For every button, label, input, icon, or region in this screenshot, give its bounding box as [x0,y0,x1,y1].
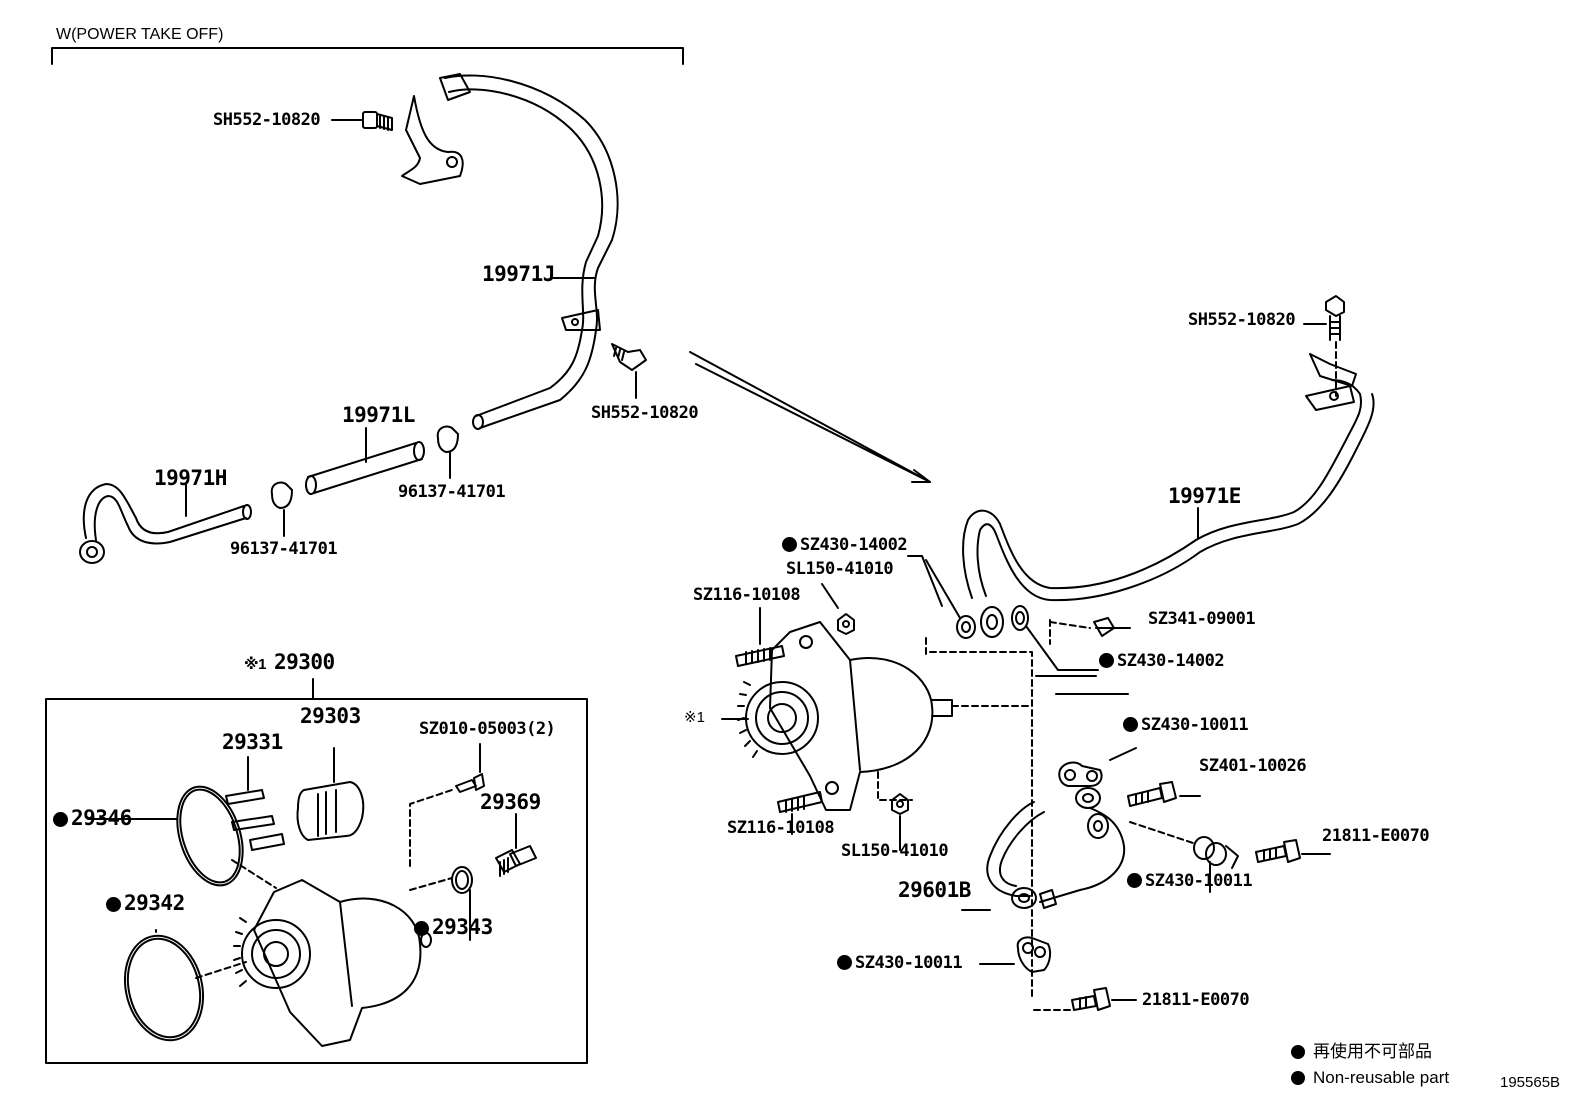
part-label-bolt-21811-b[interactable]: 21811-E0070 [1142,990,1250,1010]
part-label-bolt-middle[interactable]: SH552-10820 [591,403,699,423]
part-label-gasket-a[interactable]: SZ430-14002 [782,537,908,554]
legend-dot [1291,1071,1305,1085]
part-label-nut-b[interactable]: SL150-41010 [841,841,949,861]
legend-en: Non-reusable part [1291,1069,1449,1086]
view-arrow [689,351,931,483]
figure-number: 195565B [1500,1074,1561,1091]
non-reusable-dot [782,537,797,552]
section-header: W(POWER TAKE OFF) [56,26,224,43]
part-label-29369[interactable]: 29369 [480,790,541,814]
part-label-union-b[interactable]: SZ401-10026 [1199,756,1307,776]
part-label-bolt-right[interactable]: SH552-10820 [1188,310,1296,330]
clamp-upper [436,425,459,479]
stud-lower [777,791,823,835]
non-reusable-dot [837,955,852,970]
part-label-gasket-b[interactable]: SZ430-14002 [1099,653,1225,670]
pipe-19971h [79,483,252,564]
part-label-29343[interactable]: 29343 [414,917,493,938]
part-label-29331[interactable]: 29331 [222,730,283,754]
part-label-19971j[interactable]: 19971J [482,262,555,286]
pipe-19971e [962,353,1375,602]
part-label-19971l[interactable]: 19971L [342,403,415,427]
bolt-sh552-middle [611,343,647,399]
stud-upper [735,607,785,667]
part-label-stud-b[interactable]: SZ116-10108 [727,818,835,838]
pipe-19971j [401,73,619,430]
part-label-nut-a[interactable]: SL150-41010 [786,559,894,579]
part-label-gasket-e[interactable]: SZ430-10011 [837,955,963,972]
leader-lines [551,277,1129,911]
bolt-21811-b [1033,987,1137,1011]
part-label-29346[interactable]: 29346 [53,808,132,829]
part-label-29303[interactable]: 29303 [300,704,361,728]
part-label-stud-a[interactable]: SZ116-10108 [693,585,801,605]
gasket-and-union [925,559,1131,671]
bolt-sh552-top-left [331,111,393,131]
non-reusable-dot [53,812,68,827]
non-reusable-dot [106,897,121,912]
nut-upper [837,613,855,635]
bolt-sh552-right [1303,295,1345,397]
non-reusable-dot [1099,653,1114,668]
header-bracket [51,47,684,65]
gasket-pair-and-bolt-a [1193,836,1331,893]
assembly-box [45,698,588,1064]
hose-19971l [305,427,425,495]
non-reusable-dot [1127,873,1142,888]
legend-dot [1291,1045,1305,1059]
legend-jp: 再使用不可部品 [1291,1043,1432,1060]
part-label-29342[interactable]: 29342 [106,893,185,914]
non-reusable-dot [414,921,429,936]
assembly-parts [87,743,537,1047]
assy-ref-mark: ※1 [244,656,266,673]
part-label-29601b[interactable]: 29601B [898,878,971,902]
pipe-29601b [986,747,1137,909]
part-label-bolt-21811-a[interactable]: 21811-E0070 [1322,826,1430,846]
gasket-e [979,936,1052,973]
vacuum-pump-right [737,621,1033,1001]
part-label-union-bolt[interactable]: SZ341-09001 [1148,609,1256,629]
part-label-screw[interactable]: SZ010-05003(2) [419,719,556,739]
part-label-clamp-lower[interactable]: 96137-41701 [230,539,338,559]
union-bolt-sz401 [1127,781,1201,845]
nut-lower [891,793,909,851]
ref-mark-pump: ※1 [684,709,705,726]
part-label-gasket-d[interactable]: SZ430-10011 [1127,873,1253,890]
non-reusable-dot [1123,717,1138,732]
part-label-gasket-c[interactable]: SZ430-10011 [1123,717,1249,734]
clamp-lower [270,481,293,537]
part-label-clamp-upper[interactable]: 96137-41701 [398,482,506,502]
part-label-19971e[interactable]: 19971E [1168,484,1241,508]
part-label-bolt-top-left[interactable]: SH552-10820 [213,110,321,130]
part-label-19971h[interactable]: 19971H [154,466,227,490]
